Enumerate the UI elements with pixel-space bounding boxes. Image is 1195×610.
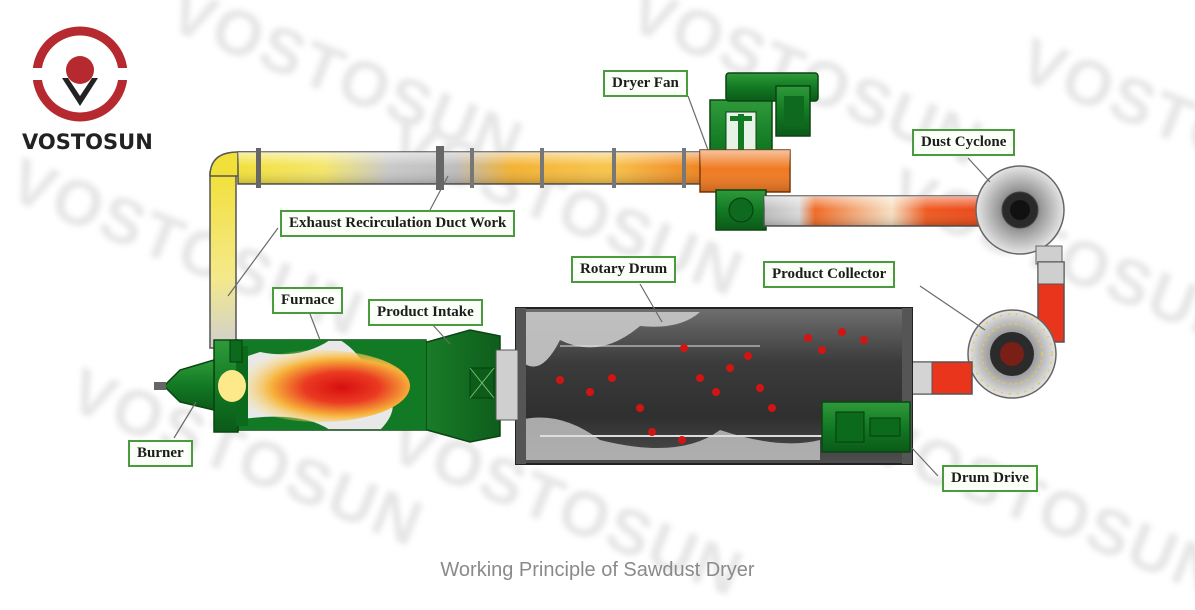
label-dryer-fan: Dryer Fan xyxy=(603,70,688,97)
figure-caption: Working Principle of Sawdust Dryer xyxy=(440,559,755,581)
product-collector xyxy=(967,309,1057,399)
leader-lines xyxy=(173,95,991,477)
vostosun-logo xyxy=(28,26,132,122)
drum-outlet-duct xyxy=(911,361,973,395)
label-dust-cyclone: Dust Cyclone xyxy=(912,129,1016,156)
rotary-drum xyxy=(515,307,913,465)
drum-drive xyxy=(821,401,911,453)
label-drum-drive: Drum Drive xyxy=(942,465,1038,492)
sawdust-particles xyxy=(556,328,868,444)
label-furnace: Furnace xyxy=(272,287,344,314)
brand-name: VOSTOSUN xyxy=(22,130,153,154)
burner xyxy=(154,358,246,411)
label-rotary-drum: Rotary Drum xyxy=(571,256,677,283)
dryer-fan xyxy=(699,72,819,231)
label-exhaust-duct: Exhaust Recirculation Duct Work xyxy=(280,210,516,237)
label-burner: Burner xyxy=(128,440,193,467)
label-product-intake: Product Intake xyxy=(368,299,483,326)
dust-cyclone xyxy=(975,165,1065,265)
label-product-collector: Product Collector xyxy=(763,261,896,288)
furnace xyxy=(213,339,427,433)
product-intake xyxy=(419,329,519,443)
fan-to-cyclone-duct xyxy=(763,195,997,227)
